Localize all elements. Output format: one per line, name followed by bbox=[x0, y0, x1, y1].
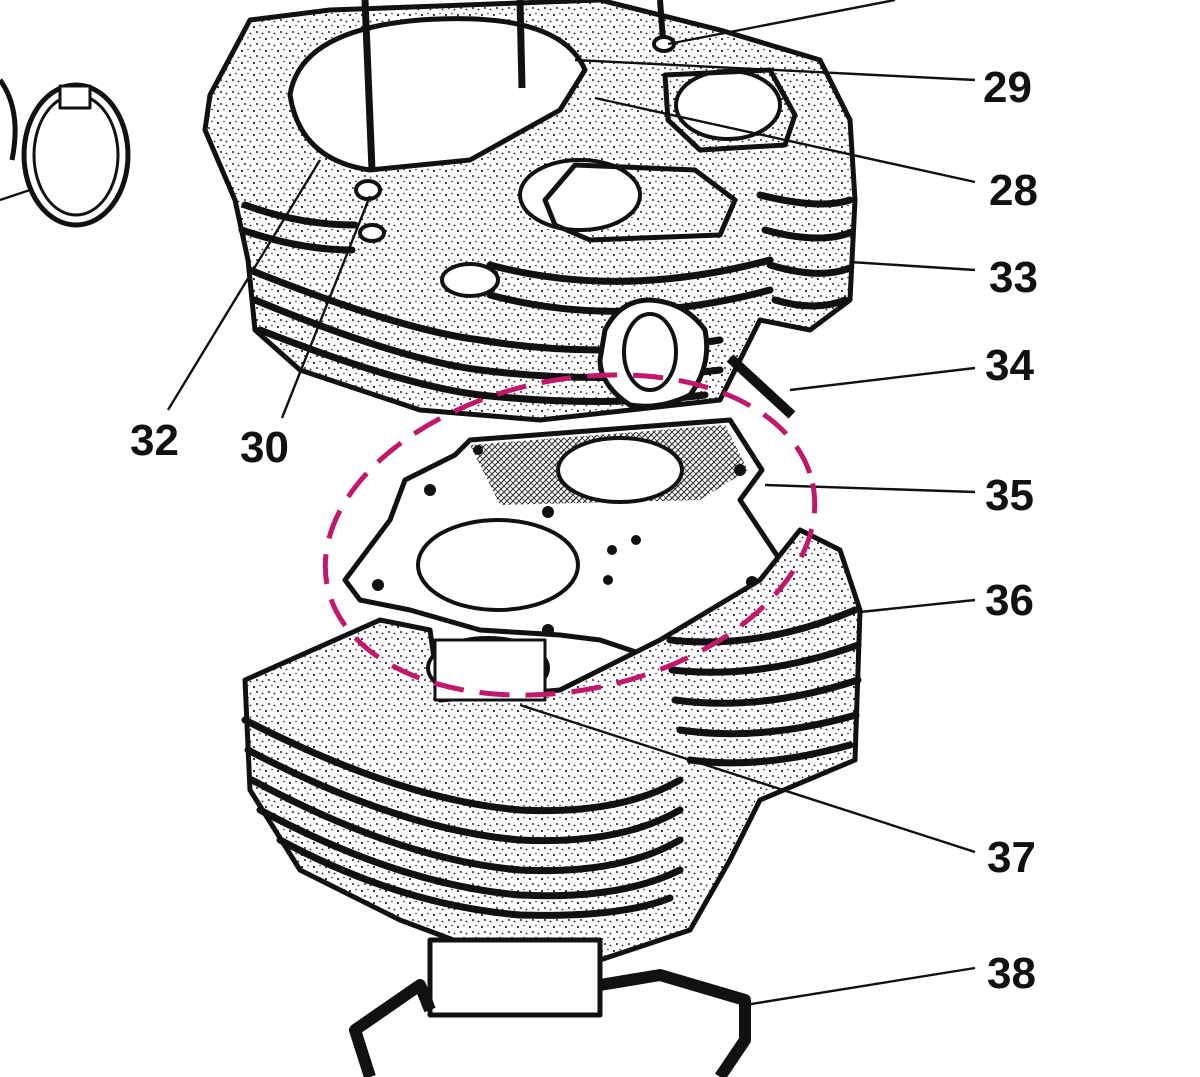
callout-38: 38 bbox=[987, 949, 1036, 998]
base-gasket bbox=[349, 969, 751, 1077]
hose-clamp bbox=[0, 78, 131, 228]
callout-36: 36 bbox=[985, 576, 1034, 625]
callout-32: 32 bbox=[130, 416, 179, 465]
callout-labels: 29 28 33 34 35 36 37 38 32 30 bbox=[130, 63, 1038, 998]
callout-34: 34 bbox=[985, 341, 1034, 390]
cylinder-head bbox=[202, 0, 858, 423]
callout-30: 30 bbox=[240, 423, 289, 472]
highlight-circle bbox=[322, 372, 818, 698]
callout-28: 28 bbox=[989, 166, 1038, 215]
cylinder-barrel bbox=[241, 527, 863, 1018]
callout-37: 37 bbox=[987, 833, 1036, 882]
leader-lines bbox=[166, 0, 976, 1007]
head-gasket bbox=[342, 417, 783, 663]
callout-35: 35 bbox=[985, 471, 1034, 520]
callout-33: 33 bbox=[989, 253, 1038, 302]
callout-29: 29 bbox=[983, 63, 1032, 112]
